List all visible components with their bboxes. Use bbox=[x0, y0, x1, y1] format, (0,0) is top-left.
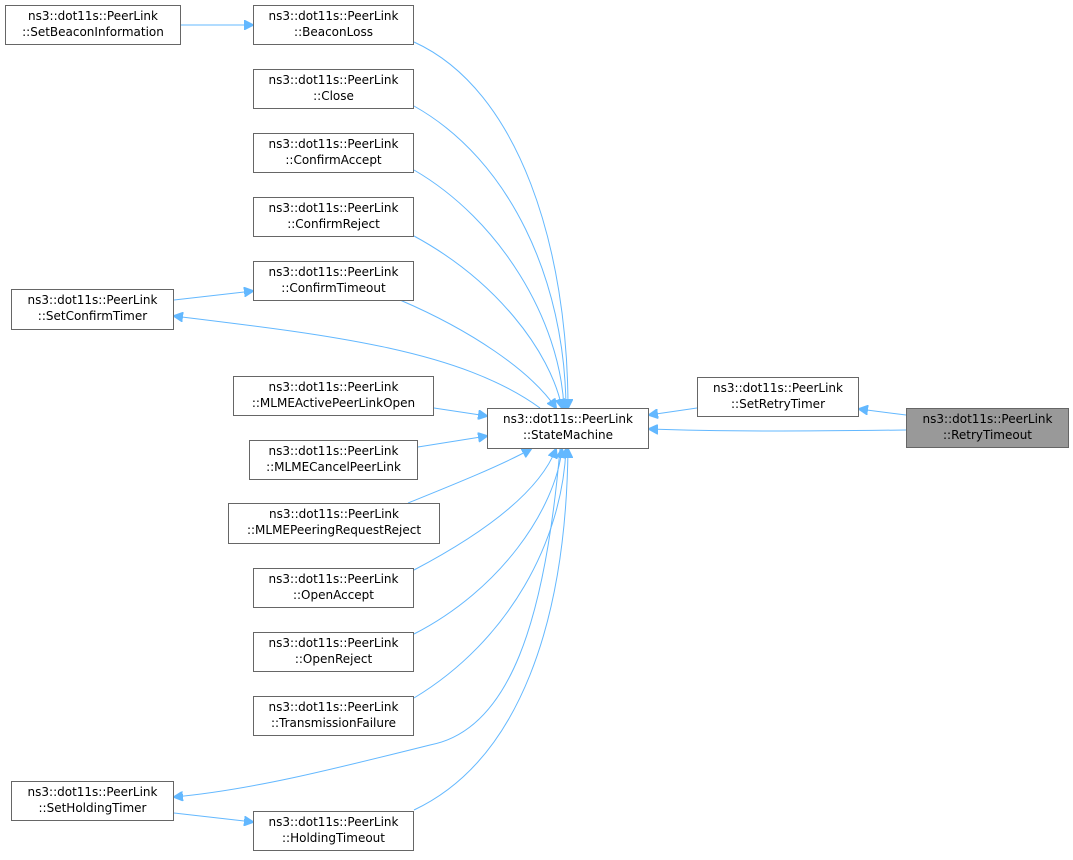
node-set-beacon-info-line2: ::SetBeaconInformation bbox=[22, 25, 164, 39]
edge-confirmtimeout-statemachine bbox=[399, 299, 556, 408]
node-retry-timeout-line1: ns3::dot11s::PeerLink bbox=[922, 412, 1053, 426]
edge-setconfirmtimer-confirmtimeout bbox=[173, 291, 253, 301]
edge-beaconloss-statemachine bbox=[413, 41, 568, 408]
node-open-reject-line2: ::OpenReject bbox=[294, 652, 373, 666]
node-retry-timeout[interactable]: ns3::dot11s::PeerLink ::RetryTimeout bbox=[906, 408, 1069, 448]
node-mlme-cancel-peer-link[interactable]: ns3::dot11s::PeerLink ::MLMECancelPeerLi… bbox=[249, 440, 418, 480]
edge-retrytimeout-setretrytimer bbox=[859, 409, 907, 416]
node-confirm-timeout-line1: ns3::dot11s::PeerLink bbox=[268, 265, 399, 279]
edge-mlmereject-statemachine bbox=[407, 449, 531, 504]
node-set-retry-timer[interactable]: ns3::dot11s::PeerLink ::SetRetryTimer bbox=[697, 377, 859, 417]
node-state-machine-line1: ns3::dot11s::PeerLink bbox=[503, 412, 633, 426]
node-open-reject-line1: ns3::dot11s::PeerLink bbox=[268, 636, 399, 650]
node-state-machine[interactable]: ns3::dot11s::PeerLink ::StateMachine bbox=[487, 408, 649, 449]
node-set-beacon-information[interactable]: ns3::dot11s::PeerLink ::SetBeaconInforma… bbox=[5, 5, 181, 45]
edge-mlmeactive-statemachine bbox=[433, 407, 487, 416]
node-mlme-active-line1: ns3::dot11s::PeerLink bbox=[268, 380, 399, 394]
node-holding-timeout-line2: ::HoldingTimeout bbox=[282, 831, 385, 845]
edge-statemachine-setholdingtimer bbox=[174, 448, 561, 797]
node-set-confirm-timer-line1: ns3::dot11s::PeerLink bbox=[27, 293, 158, 307]
edge-statemachine-setconfirmtimer bbox=[174, 316, 541, 409]
node-holding-timeout[interactable]: ns3::dot11s::PeerLink ::HoldingTimeout bbox=[253, 811, 414, 851]
edge-confirmreject-statemachine bbox=[413, 235, 562, 408]
node-open-accept[interactable]: ns3::dot11s::PeerLink ::OpenAccept bbox=[253, 568, 414, 608]
edge-openreject-statemachine bbox=[413, 449, 562, 635]
node-confirm-reject[interactable]: ns3::dot11s::PeerLink ::ConfirmReject bbox=[253, 197, 414, 237]
node-holding-timeout-line1: ns3::dot11s::PeerLink bbox=[268, 815, 399, 829]
edge-setretrytimer-statemachine bbox=[649, 407, 698, 415]
edge-retrytimeout-statemachine bbox=[649, 429, 907, 431]
node-mlme-cancel-line2: ::MLMECancelPeerLink bbox=[266, 460, 401, 474]
node-beacon-loss-line1: ns3::dot11s::PeerLink bbox=[268, 9, 399, 23]
node-beacon-loss-line2: ::BeaconLoss bbox=[294, 25, 373, 39]
edge-close-statemachine bbox=[413, 105, 566, 408]
node-close-line1: ns3::dot11s::PeerLink bbox=[268, 73, 399, 87]
node-mlme-active-line2: ::MLMEActivePeerLinkOpen bbox=[251, 396, 416, 410]
node-mlme-reject-line2: ::MLMEPeeringRequestReject bbox=[246, 523, 422, 537]
node-state-machine-line2: ::StateMachine bbox=[522, 428, 614, 442]
node-confirm-reject-line2: ::ConfirmReject bbox=[287, 217, 380, 231]
node-set-holding-timer-line2: ::SetHoldingTimer bbox=[38, 801, 147, 815]
node-open-accept-line2: ::OpenAccept bbox=[292, 588, 375, 602]
node-set-beacon-info-line1: ns3::dot11s::PeerLink bbox=[28, 9, 158, 23]
node-set-retry-timer-line2: ::SetRetryTimer bbox=[730, 397, 825, 411]
node-close[interactable]: ns3::dot11s::PeerLink ::Close bbox=[253, 69, 414, 109]
edge-holdingtimeout-statemachine bbox=[413, 449, 568, 811]
node-set-holding-timer-line1: ns3::dot11s::PeerLink bbox=[27, 785, 158, 799]
node-confirm-timeout-line2: ::ConfirmTimeout bbox=[281, 281, 386, 295]
node-confirm-reject-line1: ns3::dot11s::PeerLink bbox=[268, 201, 399, 215]
edge-setholdingtimer-holdingtimeout bbox=[173, 812, 253, 822]
node-set-confirm-timer[interactable]: ns3::dot11s::PeerLink ::SetConfirmTimer bbox=[11, 289, 174, 330]
node-close-line2: ::Close bbox=[313, 89, 354, 103]
edge-mlmecancel-statemachine bbox=[417, 436, 487, 448]
node-confirm-timeout[interactable]: ns3::dot11s::PeerLink ::ConfirmTimeout bbox=[253, 261, 414, 301]
node-beacon-loss[interactable]: ns3::dot11s::PeerLink ::BeaconLoss bbox=[253, 5, 414, 45]
node-confirm-accept[interactable]: ns3::dot11s::PeerLink ::ConfirmAccept bbox=[253, 133, 414, 173]
node-transmission-failure[interactable]: ns3::dot11s::PeerLink ::TransmissionFail… bbox=[253, 696, 414, 736]
node-mlme-active-peer-link-open[interactable]: ns3::dot11s::PeerLink ::MLMEActivePeerLi… bbox=[233, 376, 434, 416]
node-transmission-failure-line1: ns3::dot11s::PeerLink bbox=[268, 700, 399, 714]
node-set-confirm-timer-line2: ::SetConfirmTimer bbox=[37, 309, 148, 323]
edge-transmissionfailure-statemachine bbox=[413, 449, 566, 699]
node-mlme-reject-line1: ns3::dot11s::PeerLink bbox=[269, 507, 399, 521]
node-mlme-peering-request-reject[interactable]: ns3::dot11s::PeerLink ::MLMEPeeringReque… bbox=[228, 503, 440, 544]
node-confirm-accept-line1: ns3::dot11s::PeerLink bbox=[268, 137, 399, 151]
node-open-accept-line1: ns3::dot11s::PeerLink bbox=[268, 572, 399, 586]
node-mlme-cancel-line1: ns3::dot11s::PeerLink bbox=[268, 444, 399, 458]
edge-confirmaccept-statemachine bbox=[413, 169, 564, 408]
edge-openaccept-statemachine bbox=[413, 449, 556, 571]
node-confirm-accept-line2: ::ConfirmAccept bbox=[285, 153, 382, 167]
node-retry-timeout-line2: ::RetryTimeout bbox=[942, 428, 1033, 442]
node-transmission-failure-line2: ::TransmissionFailure bbox=[270, 716, 397, 730]
node-open-reject[interactable]: ns3::dot11s::PeerLink ::OpenReject bbox=[253, 632, 414, 672]
node-set-holding-timer[interactable]: ns3::dot11s::PeerLink ::SetHoldingTimer bbox=[11, 781, 174, 821]
node-set-retry-timer-line1: ns3::dot11s::PeerLink bbox=[713, 381, 843, 395]
